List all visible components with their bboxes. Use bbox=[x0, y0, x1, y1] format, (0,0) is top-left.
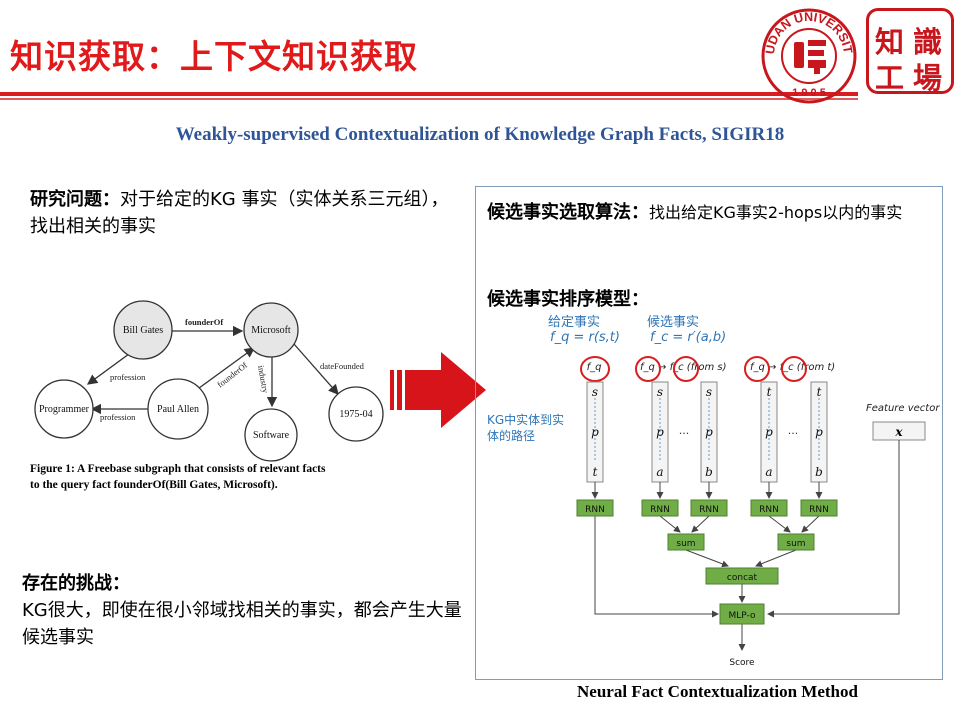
edge-label-profession-1: profession bbox=[110, 372, 146, 382]
research-question-text: 对于给定的KG 事实（实体关系三元组），找出相关的事实 bbox=[30, 189, 449, 237]
kg-caption-line-1: Figure 1: A Freebase subgraph that consi… bbox=[30, 463, 326, 475]
node-programmer bbox=[34, 379, 94, 439]
path2b-node-1: s bbox=[706, 385, 712, 399]
feature-vector-x: x bbox=[894, 425, 903, 439]
candidate-selection-label: 候选事实选取算法： bbox=[487, 202, 649, 223]
path2a-node-1: s bbox=[657, 385, 663, 399]
ellipsis-col3: ... bbox=[788, 424, 799, 437]
challenge-block: 存在的挑战： KG很大，即使在很小邻域找相关的事实，都会产生大量候选事实 bbox=[22, 570, 462, 651]
path2a-node-2: p bbox=[656, 425, 664, 439]
path3a-node-2: p bbox=[765, 425, 773, 439]
fq-column-label: f_q bbox=[587, 362, 602, 373]
fq-col3-highlight bbox=[744, 356, 770, 382]
path3a-node-1: t bbox=[767, 385, 772, 399]
candidate-fact-formula: f_c = r′(a,b) bbox=[650, 330, 727, 345]
node-label-software: Software bbox=[253, 430, 290, 441]
edge-label-datefounded: dateFounded bbox=[320, 361, 365, 371]
page-title: 知识获取：上下文知识获取 bbox=[10, 37, 418, 76]
from-s-column-label: f_q → f_c (from s) bbox=[640, 362, 726, 373]
path1-node-1: s bbox=[592, 385, 598, 399]
node-label-paul-allen: Paul Allen bbox=[157, 404, 199, 415]
fc-col3-highlight bbox=[781, 356, 807, 382]
kg-subgraph-figure: Bill Gates Microsoft Programmer Paul All… bbox=[34, 300, 384, 462]
given-fact-formula: f_q = r(s,t) bbox=[550, 330, 620, 345]
given-fact-label: 给定事实 bbox=[548, 315, 601, 330]
challenge-text: KG很大，即使在很小邻域找相关的事实，都会产生大量候选事实 bbox=[22, 600, 462, 648]
feature-vector-label: Feature vector bbox=[866, 403, 940, 414]
path-note: KG中实体到实体的路径 bbox=[487, 413, 565, 443]
edge-label-profession-2: profession bbox=[100, 412, 136, 422]
edge-label-founderof: founderOf bbox=[185, 317, 223, 327]
logo-emblem bbox=[794, 40, 826, 74]
node-software bbox=[244, 408, 298, 462]
rnn-box-3b bbox=[800, 499, 838, 517]
path2b-node-3: b bbox=[705, 465, 713, 479]
node-label-1975-04: 1975-04 bbox=[339, 409, 372, 420]
path3b-node-1: t bbox=[817, 385, 822, 399]
fq-col2-highlight bbox=[635, 356, 661, 382]
method-panel bbox=[475, 186, 943, 680]
rnn-label-3b: RNN bbox=[809, 505, 829, 515]
logo-year: 1 9 0 5 bbox=[792, 87, 826, 99]
concat-label: concat bbox=[727, 573, 758, 583]
lab-logo-char-3: 工 bbox=[875, 61, 905, 95]
lab-logo: 知 識 工 場 bbox=[866, 8, 954, 95]
concat-box bbox=[705, 567, 779, 585]
challenge-label: 存在的挑战： bbox=[22, 573, 130, 594]
transition-arrow bbox=[390, 352, 486, 428]
sum-label-2: sum bbox=[786, 539, 805, 549]
rnn-box-2a bbox=[641, 499, 679, 517]
fudan-university-logo: FUDAN UNIVERSITY 1 9 0 5 bbox=[756, 4, 857, 104]
path3b-node-2: p bbox=[815, 425, 823, 439]
research-question-label: 研究问题： bbox=[30, 189, 120, 210]
kg-figure-caption: Figure 1: A Freebase subgraph that consi… bbox=[30, 461, 410, 493]
sum-label-1: sum bbox=[676, 539, 695, 549]
node-paul-allen bbox=[147, 378, 209, 440]
fq-highlight-circle bbox=[580, 356, 610, 382]
lab-logo-char-1: 知 bbox=[875, 25, 905, 59]
path1-node-3: t bbox=[593, 465, 598, 479]
rnn-box-2b bbox=[690, 499, 728, 517]
ranking-model-label: 候选事实排序模型： bbox=[487, 289, 649, 310]
rnn-label-2a: RNN bbox=[650, 505, 670, 515]
rnn-box-3a bbox=[750, 499, 788, 517]
path1-node-2: p bbox=[591, 425, 599, 439]
candidate-selection: 候选事实选取算法：找出给定KG事实2-hops以内的事实 bbox=[487, 200, 927, 225]
candidate-selection-text: 找出给定KG事实2-hops以内的事实 bbox=[649, 203, 903, 222]
sum-box-2 bbox=[777, 533, 815, 551]
rnn-label-1: RNN bbox=[585, 505, 605, 515]
path2b-node-2: p bbox=[705, 425, 713, 439]
title-rule-thin bbox=[0, 98, 858, 100]
sum-box-1 bbox=[667, 533, 705, 551]
path3b-node-3: b bbox=[815, 465, 823, 479]
node-1975-04 bbox=[328, 386, 384, 442]
paper-reference: Weakly-supervised Contextualization of K… bbox=[175, 124, 785, 145]
kg-caption-line-2: to the query fact founderOf(Bill Gates, … bbox=[30, 479, 278, 491]
node-bill-gates bbox=[113, 300, 173, 360]
neural-network-diagram: f_q f_q → f_c (from s) f_q → f_c (from t… bbox=[576, 356, 940, 668]
score-label: Score bbox=[729, 658, 755, 668]
neural-method-caption: Neural Fact Contextualization Method bbox=[577, 682, 858, 701]
node-label-programmer: Programmer bbox=[39, 404, 90, 415]
path2a-node-3: a bbox=[656, 465, 663, 479]
mlp-label: MLP-o bbox=[729, 611, 756, 621]
mlp-box bbox=[719, 603, 765, 625]
research-question: 研究问题：对于给定的KG 事实（实体关系三元组），找出相关的事实 bbox=[30, 186, 460, 240]
lab-logo-char-2: 識 bbox=[913, 25, 943, 59]
rnn-box-1 bbox=[576, 499, 614, 517]
node-label-microsoft: Microsoft bbox=[251, 325, 291, 336]
from-t-column-label: f_q → f_c (from t) bbox=[750, 362, 835, 373]
candidate-fact-label: 候选事实 bbox=[647, 315, 700, 330]
lab-logo-char-4: 場 bbox=[913, 61, 943, 95]
rnn-label-3a: RNN bbox=[759, 505, 779, 515]
fc-col2-highlight bbox=[673, 356, 699, 382]
title-rule bbox=[0, 92, 858, 96]
path3a-node-3: a bbox=[765, 465, 772, 479]
edge-label-industry: industry bbox=[256, 365, 271, 395]
node-label-bill-gates: Bill Gates bbox=[123, 325, 163, 336]
rnn-label-2b: RNN bbox=[699, 505, 719, 515]
node-microsoft bbox=[243, 302, 299, 358]
ellipsis-col2: ... bbox=[679, 424, 690, 437]
